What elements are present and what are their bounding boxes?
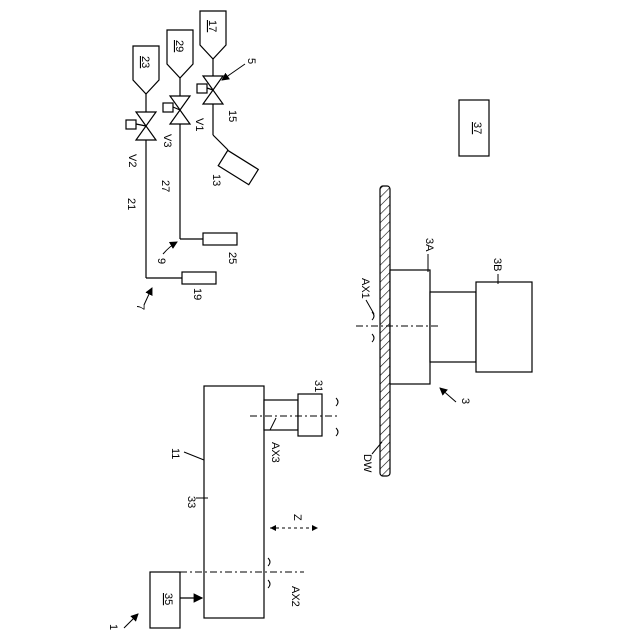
leader-ax1 (366, 300, 374, 314)
controller-box-37: 37 (459, 100, 489, 156)
arrow-9 (163, 242, 177, 254)
label-9: 9 (155, 258, 167, 264)
table-3b (476, 282, 532, 372)
label-35: 35 (162, 593, 174, 605)
label-37: 37 (471, 122, 483, 134)
label-21: 21 (125, 198, 137, 210)
arrow-7 (144, 288, 152, 305)
gas-source-29: 29 (167, 30, 193, 78)
arrow-3 (440, 388, 456, 402)
table-shaft (430, 292, 476, 362)
valve-v2 (126, 112, 156, 140)
label-31: 31 (312, 380, 324, 392)
arrow-1 (124, 614, 138, 628)
rotation-arrow-ax1-b (372, 334, 374, 342)
rotation-arrow-ax3-a (336, 398, 338, 406)
valve-v1 (197, 76, 223, 104)
head-31 (264, 394, 322, 436)
label-13: 13 (210, 174, 222, 186)
label-v3: V3 (161, 134, 173, 147)
label-33: 33 (185, 496, 197, 508)
label-3: 3 (459, 398, 471, 404)
rotation-arrow-ax2-a (268, 558, 270, 566)
nozzle-25 (203, 233, 237, 245)
gas-source-17: 17 (200, 11, 226, 59)
label-ax1: AX1 (359, 278, 371, 299)
rotation-arrow-ax2-b (268, 580, 270, 588)
label-v2: V2 (126, 154, 138, 167)
label-27: 27 (159, 180, 171, 192)
label-1: 1 (107, 624, 119, 630)
gas-source-23: 23 (133, 46, 159, 94)
valve-v3 (163, 96, 190, 124)
label-29: 29 (173, 40, 185, 52)
controller-box-35: 35 (150, 572, 180, 628)
label-19: 19 (191, 288, 203, 300)
label-3a: 3A (423, 238, 435, 252)
arrow-5 (222, 64, 245, 80)
rotation-arrow-ax3-b (336, 428, 338, 436)
nozzle-13 (218, 150, 258, 184)
label-5: 5 (245, 58, 257, 64)
label-v1: V1 (193, 118, 205, 131)
disc-dw (380, 186, 390, 476)
arm-33 (204, 386, 264, 618)
table-3a (390, 270, 430, 384)
nozzle-19 (182, 272, 216, 284)
label-ax2: AX2 (289, 586, 301, 607)
label-23: 23 (139, 56, 151, 68)
label-ax3: AX3 (269, 442, 281, 463)
leader-11 (184, 452, 204, 460)
label-dw: DW (361, 454, 373, 473)
label-25: 25 (226, 252, 238, 264)
label-11: 11 (169, 448, 181, 459)
label-z: Z (291, 514, 303, 521)
label-3b: 3B (491, 258, 503, 271)
label-17: 17 (206, 20, 218, 32)
label-15: 15 (226, 110, 238, 122)
